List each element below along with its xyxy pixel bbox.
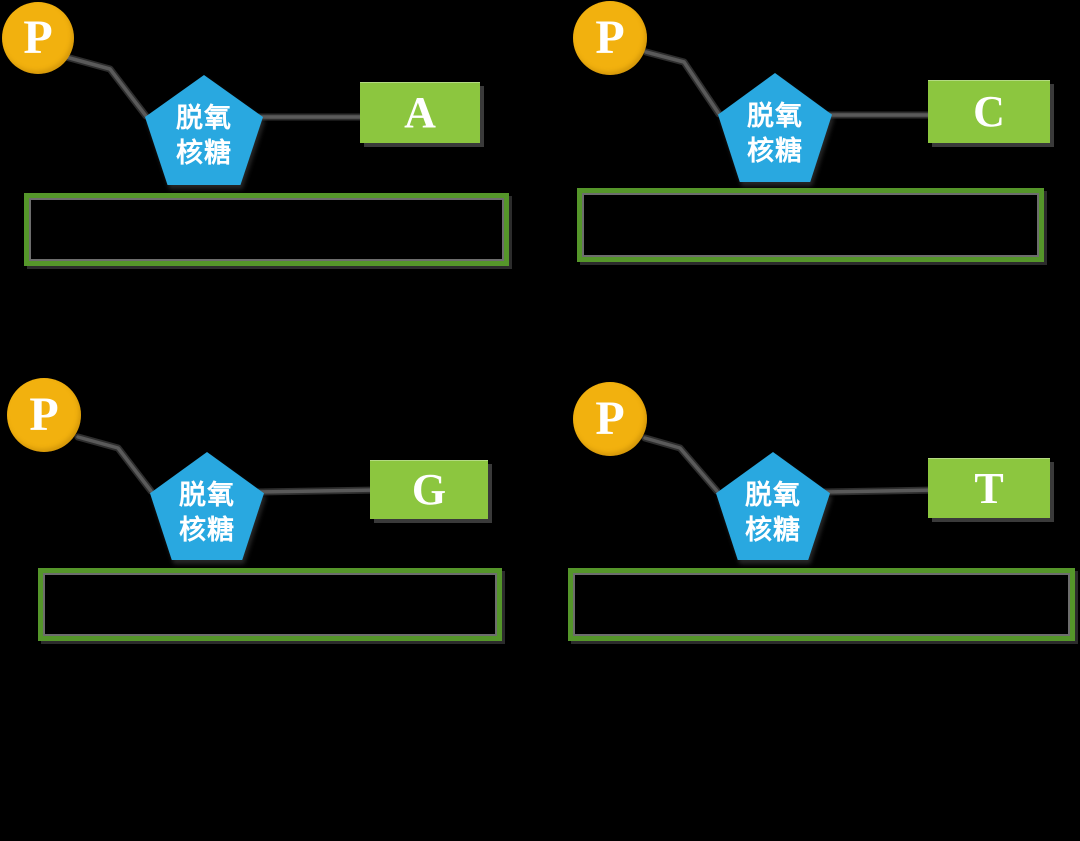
phosphate-sugar-connector-t — [643, 436, 719, 493]
phosphate-label: P — [595, 11, 625, 64]
base-box-t: T — [928, 458, 1050, 518]
phosphate-sugar-connector-g — [76, 435, 153, 493]
deoxyribose-pentagon: 脱氧 核糖 — [150, 452, 264, 560]
sugar-label-line1: 脱氧 — [745, 480, 801, 511]
sugar-label-line1: 脱氧 — [176, 103, 232, 134]
phosphate-circle: P — [2, 2, 74, 74]
base-box-g: G — [370, 460, 488, 519]
sugar-label-line2: 核糖 — [179, 515, 235, 546]
sugar-label-line2: 核糖 — [745, 515, 801, 546]
sugar-label-line2: 核糖 — [747, 136, 803, 167]
deoxyribose-pentagon: 脱氧 核糖 — [145, 75, 263, 185]
answer-box-g — [38, 568, 502, 641]
sugar-base-connector-t — [822, 488, 938, 494]
sugar-label-line1: 脱氧 — [747, 101, 803, 132]
base-box-a: A — [360, 82, 480, 143]
sugar-label-line1: 脱氧 — [179, 480, 235, 511]
sugar-base-connector-g — [256, 488, 380, 494]
base-label: C — [973, 87, 1005, 136]
base-label: G — [411, 465, 447, 514]
sugar-label-line2: 核糖 — [176, 138, 232, 169]
phosphate-label: P — [23, 11, 53, 64]
phosphate-sugar-connector-a — [64, 55, 148, 118]
deoxyribose-pentagon: 脱氧 核糖 — [716, 452, 830, 560]
answer-box-c — [577, 188, 1044, 262]
base-label: A — [404, 88, 436, 137]
base-label: T — [974, 463, 1004, 513]
answer-box-a — [24, 193, 509, 266]
phosphate-label: P — [29, 388, 59, 441]
deoxyribose-pentagon: 脱氧 核糖 — [718, 73, 832, 182]
answer-box-t — [568, 568, 1075, 641]
base-box-c: C — [928, 80, 1050, 143]
phosphate-label: P — [595, 392, 625, 445]
phosphate-circle: P — [7, 378, 81, 452]
phosphate-sugar-connector-c — [644, 50, 721, 116]
phosphate-circle: P — [573, 1, 647, 75]
phosphate-circle: P — [573, 382, 647, 456]
